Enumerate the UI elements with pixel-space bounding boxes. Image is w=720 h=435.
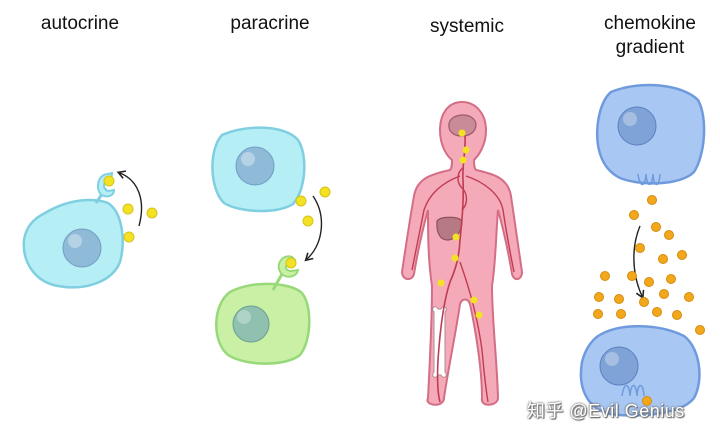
chemokine-dot <box>616 309 626 319</box>
systemic-ligand <box>470 296 478 304</box>
chemokine-dot <box>644 277 654 287</box>
autocrine-ligand-bound <box>103 175 115 187</box>
chemokine-dot <box>672 310 682 320</box>
paracrine-receptor-stalk <box>271 273 284 291</box>
systemic-ligand <box>462 146 470 154</box>
chemokine-upper-nucleus-highlight <box>623 112 637 126</box>
chemokine-lower-receptor-icon <box>621 384 645 397</box>
brain <box>448 114 477 137</box>
chemokine-dot <box>627 271 637 281</box>
systemic-ligands <box>437 129 483 319</box>
systemic-ligand <box>452 233 460 241</box>
systemic-ligand <box>458 129 466 137</box>
systemic-ligand <box>459 156 467 164</box>
systemic-title: systemic <box>430 16 504 37</box>
systemic-ligand <box>451 254 459 262</box>
autocrine-panel <box>22 170 158 289</box>
chemokine-dot <box>614 294 624 304</box>
paracrine-arrow <box>304 195 323 262</box>
chemokine-dot <box>639 297 649 307</box>
systemic-ligand <box>437 279 445 287</box>
chemokine-dot <box>642 396 652 406</box>
artery-right-arm <box>465 175 515 273</box>
chemokine-panel <box>579 83 706 417</box>
artery-left-arm <box>411 175 461 271</box>
paracrine-title: paracrine <box>230 13 310 34</box>
watermark: 知乎 @Evil Genius <box>527 401 685 421</box>
autocrine-ligand <box>123 231 135 243</box>
chemokine-dot <box>593 309 603 319</box>
chemokine-dot <box>677 250 687 260</box>
autocrine-ligand <box>146 207 158 219</box>
chemokine-dot <box>635 243 645 253</box>
paracrine-sender-nucleus-highlight <box>241 152 255 166</box>
systemic-ligand <box>475 311 483 319</box>
paracrine-receiver-nucleus <box>232 305 270 343</box>
paracrine-ligand-bound <box>285 257 297 269</box>
aorta-loop <box>457 167 468 211</box>
autocrine-arrow <box>116 170 143 227</box>
autocrine-ligand <box>122 203 134 215</box>
chemokine-dot <box>695 325 705 335</box>
chemokine-gradient-title: chemokine gradient <box>585 12 715 60</box>
chemokine-upper-nucleus <box>617 106 657 146</box>
systemic-panel <box>400 100 524 406</box>
chemokine-arrow <box>633 225 645 300</box>
chemokine-gradient-dots <box>593 195 705 406</box>
autocrine-nucleus <box>62 228 102 268</box>
chemokine-upper-receptor-icon <box>637 173 661 186</box>
chemokine-dot <box>629 210 639 220</box>
chemokine-dot <box>600 271 610 281</box>
chemokine-dot <box>594 292 604 302</box>
chemokine-dot <box>658 254 668 264</box>
artery-right-leg <box>459 261 489 403</box>
human-body <box>400 100 524 406</box>
chemokine-dot <box>684 292 694 302</box>
autocrine-nucleus-highlight <box>68 234 82 248</box>
chemokine-dot <box>647 195 657 205</box>
chemokine-dot <box>659 289 669 299</box>
chemokine-dot <box>664 230 674 240</box>
paracrine-ligand <box>302 215 314 227</box>
paracrine-ligand <box>295 195 307 207</box>
autocrine-title: autocrine <box>40 13 120 34</box>
paracrine-panel <box>211 126 331 365</box>
artery-main <box>436 135 466 403</box>
chemokine-dot <box>651 222 661 232</box>
paracrine-ligand <box>319 186 331 198</box>
paracrine-sender-nucleus <box>235 146 275 186</box>
chemokine-title-line1: chemokine <box>604 13 696 34</box>
chemokine-lower-nucleus-highlight <box>605 352 619 366</box>
chemokine-dot <box>652 307 662 317</box>
paracrine-receiver-nucleus-highlight <box>237 310 251 324</box>
chemokine-dot <box>666 274 676 284</box>
chemokine-lower-nucleus <box>599 346 639 386</box>
chemokine-title-line2: gradient <box>615 37 685 58</box>
